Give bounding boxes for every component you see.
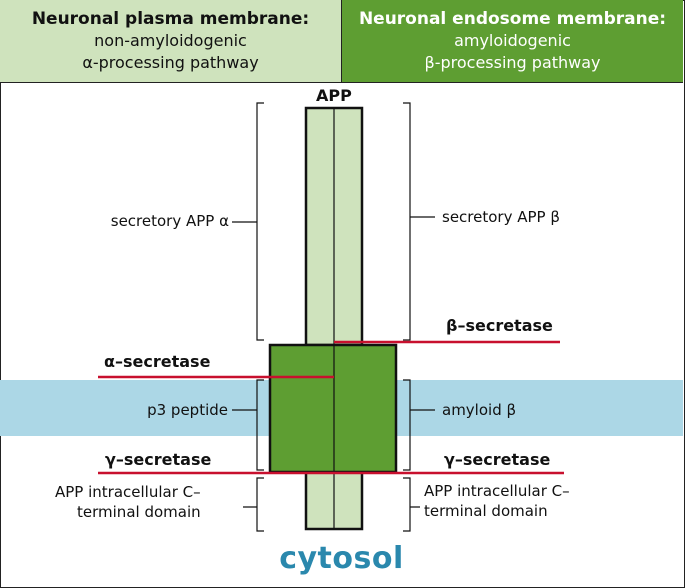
right-bracket-amyloid [403,379,435,471]
right-header-panel: Neuronal endosome membrane: amyloidogeni… [342,0,683,83]
right-bracket-secretory [403,102,435,341]
alpha-secretase-label: α–secretase [104,352,211,371]
gamma-secretase-left-label: γ–secretase [105,450,212,469]
right-header-subtitle-2: β-processing pathway [424,53,601,72]
left-header-subtitle-1: non-amyloidogenic [94,31,247,50]
right-header-title: Neuronal endosome membrane: [358,9,667,29]
cytosol-label: cytosol [279,541,404,576]
secretory-app-alpha-label: secretory APP α [110,212,229,230]
right-bracket-domain [403,477,420,532]
left-intracellular-domain-label: APP intracellular C– terminal domain [55,483,201,521]
left-header-subtitle-2: α-processing pathway [82,53,259,72]
app-transmembrane-block [268,343,398,474]
left-bracket-p3 [232,379,264,471]
app-label: APP [316,86,352,105]
secretory-app-beta-label: secretory APP β [442,208,560,226]
left-bracket-secretory [232,102,264,341]
right-intracellular-domain-label: APP intracellular C– terminal domain [424,482,570,520]
right-header-subtitle-1: amyloidogenic [454,31,571,50]
p3-peptide-label: p3 peptide [147,401,228,419]
left-header-panel: Neuronal plasma membrane: non-amyloidoge… [0,0,342,83]
left-header-title: Neuronal plasma membrane: [31,9,310,29]
gamma-secretase-right-label: γ–secretase [444,450,551,469]
amyloid-beta-label: amyloid β [442,401,517,419]
beta-secretase-label: β–secretase [446,316,553,335]
left-bracket-domain [243,477,264,532]
